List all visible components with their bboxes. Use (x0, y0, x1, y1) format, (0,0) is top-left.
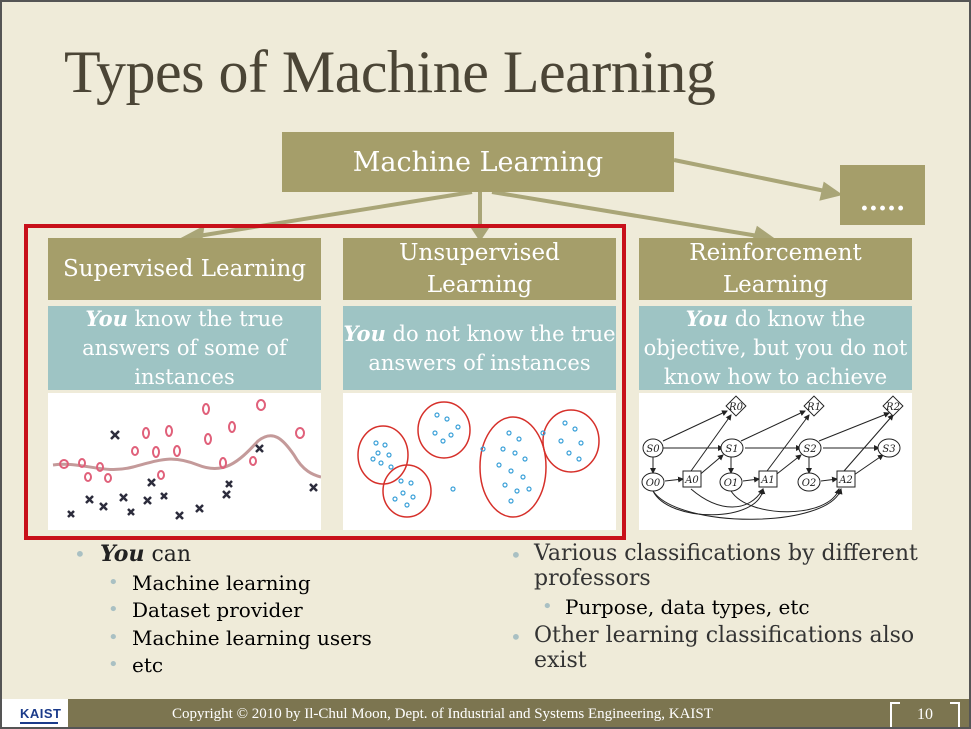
supervised-learning-box: Supervised Learning (48, 238, 321, 300)
unsupervised-desc-text: do not know the true answers of instance… (368, 321, 616, 375)
sub-bullet: Machine learning (132, 571, 311, 595)
footer: KAIST Copyright © 2010 by Il-Chul Moon, … (2, 699, 969, 727)
unsupervised-desc-box: You do not know the true answers of inst… (343, 306, 616, 390)
rl-node-labels: R0 R1 R2 S0 S1 S2 S3 O0 A0 O1 A1 O2 A2 (646, 402, 900, 489)
highlight-frame (24, 224, 626, 540)
kaist-logo-text: KAIST (20, 706, 62, 721)
class-x-points (67, 430, 318, 520)
reinforcement-desc-emphasis: You (685, 306, 729, 331)
bracket-left (890, 702, 900, 727)
node-r0: R0 (728, 402, 744, 413)
node-a2: A2 (838, 475, 853, 486)
supervised-desc-text: know the true answers of some of instanc… (82, 307, 287, 389)
bullet-dot: • (510, 543, 522, 567)
bracket-right (950, 702, 960, 727)
sub-bullet-purpose: Purpose, data types, etc (565, 595, 810, 619)
supervised-scatter (52, 399, 322, 520)
logo-underline (20, 722, 58, 724)
node-o0: O0 (646, 478, 661, 489)
reinforcement-desc-text: do know the objective, but you do not kn… (643, 307, 908, 389)
page-number-box: 10 (890, 702, 960, 727)
connector-more (673, 158, 831, 194)
reinforcement-image: R0 R1 R2 S0 S1 S2 S3 O0 A0 O1 A1 O2 A2 (639, 393, 912, 530)
bullet-other-classifications: Other learning classifications also exis… (534, 623, 915, 673)
node-s0: S0 (646, 444, 660, 455)
supervised-image (48, 393, 322, 530)
bullet-you-emphasis: You (100, 541, 145, 567)
unsupervised-learning-box: Unsupervised Learning (343, 238, 616, 300)
rl-edges (650, 410, 894, 520)
bullet-various-classifications: Various classifications by different pro… (534, 541, 918, 591)
node-a1: A1 (760, 475, 775, 486)
cluster-points (370, 412, 584, 508)
node-a0: A0 (684, 475, 699, 486)
arrowhead-more (819, 181, 843, 201)
reinforcement-desc-box: You do know the objective, but you do no… (639, 306, 912, 390)
node-r2: R2 (885, 402, 900, 413)
copyright-text: Copyright © 2010 by Il-Chul Moon, Dept. … (172, 706, 713, 722)
node-s1: S1 (725, 444, 738, 455)
node-s3: S3 (882, 444, 895, 455)
node-o1: O1 (724, 478, 739, 489)
machine-learning-box: Machine Learning (282, 132, 674, 192)
reinforcement-learning-label: Reinforcement Learning (689, 240, 862, 298)
node-o2: O2 (802, 478, 817, 489)
bullet-dot: • (108, 627, 119, 648)
sub-bullet: Dataset provider (132, 598, 303, 622)
unsupervised-desc-emphasis: You (343, 320, 386, 346)
page-number: 10 (917, 706, 933, 723)
node-s2: S2 (803, 444, 816, 455)
class-o-points (59, 399, 305, 483)
bullet-dot: • (108, 599, 119, 620)
more-box: ..... (840, 165, 925, 225)
bullet-dot: • (108, 654, 119, 675)
supervised-desc-emphasis: You (85, 306, 128, 331)
slide-title: Types of Machine Learning (64, 39, 716, 105)
bullet-dot: • (542, 596, 553, 617)
rl-graph: R0 R1 R2 S0 S1 S2 S3 O0 A0 O1 A1 O2 A2 (641, 395, 904, 520)
supervised-learning-label: Supervised Learning (63, 256, 306, 282)
bullet-can-text: can (144, 542, 192, 567)
sub-bullet: etc (132, 653, 164, 677)
rl-nodes (641, 395, 904, 492)
decision-boundary (52, 434, 322, 479)
bullet-dot: • (510, 625, 522, 649)
kaist-logo: KAIST (2, 699, 68, 727)
unsupervised-image (343, 393, 616, 530)
cluster-plot (357, 401, 600, 518)
bullet-dot: • (74, 542, 86, 566)
bullet-dot: • (108, 572, 119, 593)
cluster-circles (357, 401, 600, 518)
reinforcement-learning-box: Reinforcement Learning (639, 238, 912, 300)
unsupervised-learning-label: Unsupervised Learning (399, 240, 560, 298)
node-r1: R1 (806, 402, 821, 413)
bullet-you-can: You can (100, 541, 191, 567)
sub-bullet: Machine learning users (132, 626, 372, 650)
supervised-desc-box: You know the true answers of some of ins… (48, 306, 321, 390)
